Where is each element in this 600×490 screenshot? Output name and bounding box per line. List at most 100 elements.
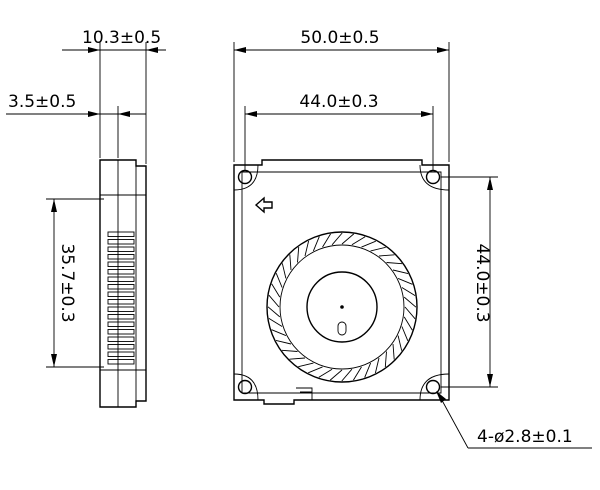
impeller-blade [397, 277, 413, 285]
impeller-blade [298, 362, 314, 368]
mounting-hole [237, 169, 253, 185]
impeller-blade [329, 369, 343, 381]
grille-slat [107, 359, 135, 365]
impeller-blade [331, 232, 343, 246]
dim-thickness: 10.3±0.5 [62, 28, 166, 164]
impeller-blade [403, 296, 417, 308]
grille-slat [107, 299, 135, 305]
grille-slat [107, 351, 135, 357]
hole-boss [233, 373, 259, 401]
grille-slat [107, 291, 135, 297]
impeller-blade [268, 318, 283, 327]
grille-slat [107, 254, 135, 260]
impeller-blade [271, 329, 287, 337]
front-view-outline [233, 159, 450, 405]
dim-arrow [245, 111, 257, 117]
impeller-blade [281, 349, 298, 352]
grille-slat [107, 276, 135, 282]
impeller-blade [374, 357, 380, 374]
impeller-blade [341, 233, 355, 245]
dim-arrow [88, 111, 100, 117]
grille-slat [107, 246, 135, 252]
dim-arrow [437, 47, 449, 53]
side-view [99, 159, 147, 408]
grille-slat [107, 269, 135, 275]
dim-arrow [487, 177, 493, 190]
dim-arrow [487, 374, 493, 387]
impeller-blade [353, 366, 362, 381]
impeller-blade [275, 273, 283, 288]
impeller-inner-ring [279, 244, 405, 370]
front-view [233, 159, 450, 405]
mounting-hole [425, 169, 441, 185]
impeller-blade [289, 254, 292, 271]
dim-step: 3.5±0.5 [6, 92, 146, 158]
impeller-blade [397, 335, 403, 351]
impeller-blade [384, 351, 387, 368]
dim-width-label: 50.0±0.5 [300, 28, 379, 48]
hole-boss [419, 373, 450, 401]
dim-arrow [88, 47, 100, 53]
dim-arrow [51, 354, 57, 367]
impeller-blade [404, 306, 416, 320]
impeller-blade [271, 283, 281, 298]
grille-slat [107, 239, 135, 245]
dim-hole-spacing-horizontal-label: 44.0±0.3 [299, 92, 378, 112]
impeller-blade [361, 240, 376, 248]
impeller-blade [297, 246, 300, 263]
impeller-blade [403, 316, 413, 331]
dim-outlet-height: 35.7±0.3 [46, 198, 104, 368]
dim-hole-spacing-vertical: 44.0±0.3 [441, 176, 498, 388]
grille-slat [107, 306, 135, 312]
impeller-blade [267, 306, 281, 318]
grille-slat [107, 344, 135, 350]
dim-arrow [51, 199, 57, 212]
dim-thickness-label: 10.3±0.5 [82, 28, 161, 48]
impeller-blade [312, 236, 320, 252]
hole-callout: 4-ø2.8±0.1 [436, 391, 592, 449]
impeller-blade [318, 368, 333, 378]
impeller-blade [401, 326, 409, 341]
impeller-blade [304, 240, 310, 257]
hole-callout-label: 4-ø2.8±0.1 [477, 427, 573, 447]
impeller-blade [351, 236, 366, 246]
grille-slat [107, 261, 135, 267]
dim-arrow [118, 111, 130, 117]
grille-slat [107, 321, 135, 327]
side-view-outline [99, 159, 147, 408]
dim-arrow [421, 111, 433, 117]
hub-slot [337, 321, 347, 336]
hub-center-dot [340, 305, 344, 309]
impeller-blade [370, 246, 386, 252]
dim-width: 50.0±0.5 [233, 28, 450, 162]
impeller-blade [268, 294, 280, 308]
leader-line [437, 392, 469, 449]
impeller-outer-ring [266, 231, 418, 383]
mounting-hole [237, 379, 253, 395]
dim-hole-spacing-horizontal: 44.0±0.3 [244, 92, 434, 170]
dim-arrow [146, 47, 158, 53]
impeller-blade [392, 343, 395, 360]
impeller-blade [378, 254, 395, 257]
impeller-blade [392, 269, 409, 275]
impeller-hub [306, 271, 378, 343]
airflow-arrow-icon [254, 196, 273, 214]
impeller-blade [322, 233, 331, 248]
impeller-blade [275, 339, 292, 345]
dim-hole-spacing-vertical-label: 44.0±0.3 [472, 243, 492, 322]
impeller-blades [267, 232, 417, 382]
dim-outlet-height-label: 35.7±0.3 [57, 243, 77, 322]
dim-arrow [234, 47, 246, 53]
impeller-blade [364, 362, 372, 378]
dim-step-label: 3.5±0.5 [8, 92, 76, 112]
grille-slat [107, 336, 135, 342]
impeller-blade [341, 368, 353, 382]
hole-boss [233, 164, 259, 191]
outlet-grille [107, 231, 135, 365]
grille-slat [107, 284, 135, 290]
grille-slat [107, 329, 135, 335]
mounting-hole [425, 379, 441, 395]
impeller-blade [289, 357, 306, 360]
